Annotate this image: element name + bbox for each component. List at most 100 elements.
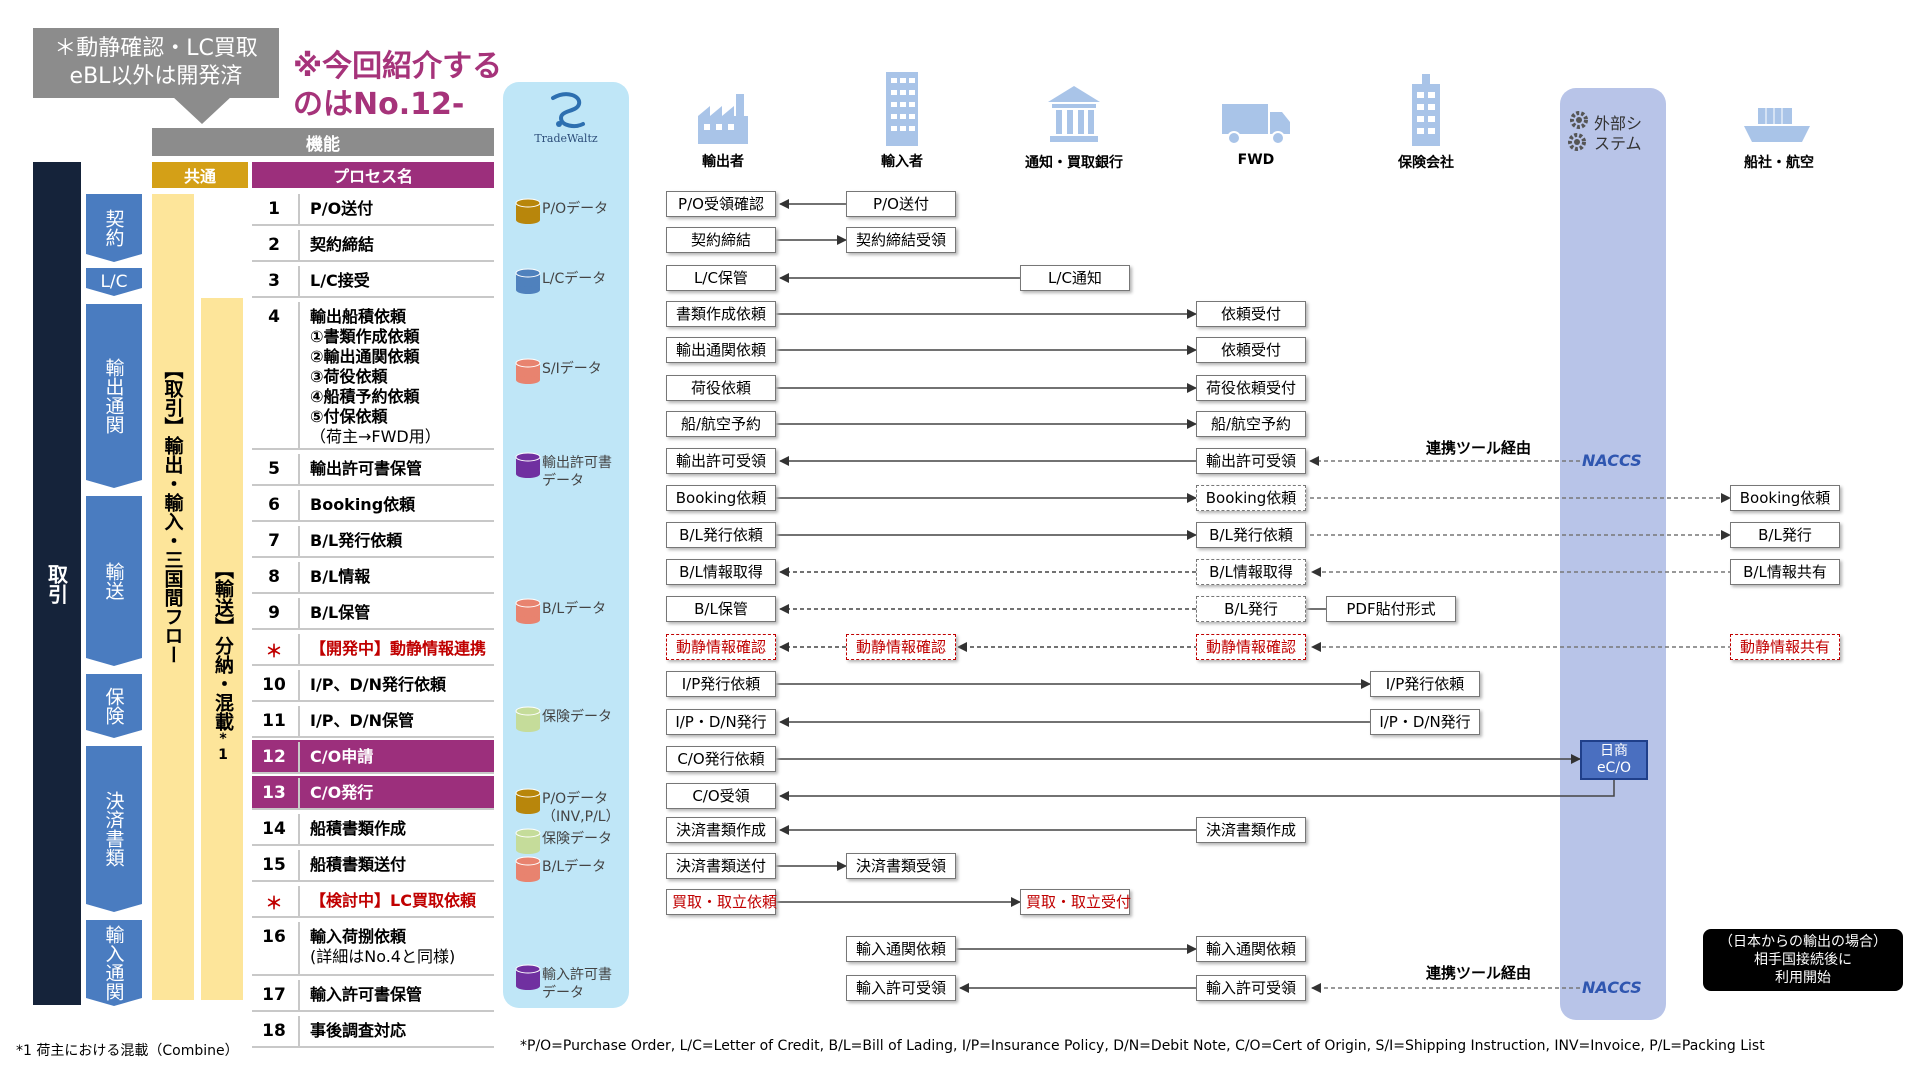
transport-split-mark: *1 <box>215 731 231 763</box>
row-separator <box>298 886 300 916</box>
database-label: B/Lデータ <box>542 601 607 617</box>
flow-box-r6-fwd: 荷役依頼受付 <box>1196 375 1306 401</box>
flow-box-r8-exp: 輸出許可受領 <box>666 448 776 474</box>
category-label: L/C <box>100 272 128 292</box>
tool-label-2: 連携ツール経由 <box>1426 964 1532 982</box>
flow-box-r17-exp: C/O受領 <box>666 783 776 809</box>
flow-box-r13-car: 動静情報共有 <box>1730 634 1840 660</box>
external-system-panel <box>1560 88 1666 1020</box>
actor-exporter: 輸出者 <box>702 154 744 170</box>
tradewaltz-logo-icon <box>551 92 585 128</box>
database-label: P/Oデータ <box>542 201 609 217</box>
row-separator <box>298 598 300 628</box>
process-name-text: B/L情報 <box>310 567 371 586</box>
process-name: I/P、D/N保管 <box>302 704 492 738</box>
category-label: 輸入通関 <box>102 925 125 1001</box>
process-name: 輸入許可書保管 <box>302 978 492 1012</box>
process-subitem: ②輸出通関依頼 <box>310 347 420 366</box>
process-name: 船積書類送付 <box>302 848 492 882</box>
flow-box-r7-exp: 船/航空予約 <box>666 411 776 437</box>
flow-box-r9-exp: Booking依頼 <box>666 485 776 511</box>
process-name-text: 事後調査対応 <box>310 1021 407 1040</box>
process-number: 6 <box>268 495 280 515</box>
actor-carrier: 船社・航空 <box>1744 155 1814 171</box>
category-label: 契約 <box>102 209 125 247</box>
actor-insurer: 保険会社 <box>1398 155 1454 171</box>
torihiki-sidebar: 取引 <box>33 162 81 1005</box>
flow-box-r21-fwd: 輸入通関依頼 <box>1196 936 1306 962</box>
process-subitem: ③荷役依頼 <box>310 367 388 386</box>
process-name: C/O申請 <box>302 740 492 774</box>
flow-box-r22-fwd: 輸入許可受領 <box>1196 975 1306 1001</box>
category-keiyaku: 契約 <box>86 194 142 262</box>
process-number: ＊ <box>265 893 283 914</box>
flow-box-r19-imp: 決済書類受領 <box>846 853 956 879</box>
process-number: 7 <box>268 531 280 551</box>
ship-icon <box>1744 108 1810 142</box>
process-name-text: 輸入荷捌依頼 <box>310 927 407 946</box>
flow-box-r12-fwd: B/L発行 <box>1196 596 1306 622</box>
import-note-line-3: 利用開始 <box>1775 970 1831 986</box>
process-row: 14 船積書類作成 <box>252 812 494 846</box>
process-row: 7 B/L発行依頼 <box>252 524 494 558</box>
database-label-line-1: 輸入許可書 <box>542 967 612 983</box>
note-pointer-arrow <box>172 96 232 124</box>
row-separator <box>298 454 300 484</box>
database-label-line-2: （INV,P/L） <box>542 809 620 825</box>
process-name: 【検討中】LC買取依頼 <box>302 884 492 918</box>
row-separator <box>298 980 300 1010</box>
database-label: S/Iデータ <box>542 361 602 377</box>
flow-box-r7-fwd: 船/航空予約 <box>1196 411 1306 437</box>
database-label: 保険データ <box>542 831 612 847</box>
flow-box-r15-exp: I/P・D/N発行 <box>666 709 776 735</box>
import-note-line-2: 相手国接続後に <box>1754 952 1852 968</box>
process-subitem: ④船積予約依頼 <box>310 387 420 406</box>
flow-box-r1-imp: P/O送付 <box>846 191 956 217</box>
process-row: ＊【開発中】動静情報連携 <box>252 632 494 666</box>
actor-importer: 輸入者 <box>881 154 923 170</box>
flow-box-r22-imp: 輸入許可受領 <box>846 975 956 1001</box>
process-name-text: 輸出船積依頼 <box>310 307 407 326</box>
process-number: 14 <box>262 819 286 839</box>
actor-fwd: FWD <box>1237 152 1275 168</box>
flow-box-r21-imp: 輸入通関依頼 <box>846 936 956 962</box>
database-cylinder-icon <box>515 358 541 384</box>
row-separator <box>298 562 300 592</box>
row-separator <box>298 742 300 772</box>
process-name: 【開発中】動静情報連携 <box>302 632 492 666</box>
process-name-text: B/L発行依頼 <box>310 531 403 550</box>
footnote-right: *P/O=Purchase Order, L/C=Letter of Credi… <box>520 1038 1765 1054</box>
naccs-label-1: NACCS <box>1582 451 1642 470</box>
development-status-note: ＊動静確認・LC買取 eBL以外は開発済 <box>33 28 279 98</box>
category-label: 輸出通関 <box>102 358 125 434</box>
flow-box-r13-exp: 動静情報確認 <box>666 634 776 660</box>
database-label-line-1: 輸出許可書 <box>542 455 612 471</box>
process-name-text: C/O申請 <box>310 747 374 766</box>
process-name: 船積書類作成 <box>302 812 492 846</box>
row-separator <box>298 922 300 974</box>
database-label-line-1: P/Oデータ <box>542 791 609 807</box>
process-number: 12 <box>262 747 286 767</box>
category-label: 決済書類 <box>102 791 125 867</box>
database-label-line-2: データ <box>542 473 584 489</box>
row-separator <box>298 778 300 808</box>
flow-box-r6-exp: 荷役依頼 <box>666 375 776 401</box>
database-cylinder-icon <box>515 788 541 814</box>
row-separator <box>298 706 300 736</box>
header-kinou: 機能 <box>152 128 494 156</box>
process-name: 事後調査対応 <box>302 1014 492 1048</box>
process-name-text: L/C接受 <box>310 271 370 290</box>
insurance-building-icon <box>1412 74 1440 146</box>
footnote-left: *1 荷主における混載（Combine） <box>16 1043 239 1059</box>
flow-box-r20-exp: 買取・取立依頼 <box>666 889 777 915</box>
flow-box-r5-fwd: 依頼受付 <box>1196 337 1306 363</box>
database-cylinder-icon <box>515 452 541 478</box>
process-number: 5 <box>268 459 280 479</box>
process-number: 17 <box>262 985 286 1005</box>
